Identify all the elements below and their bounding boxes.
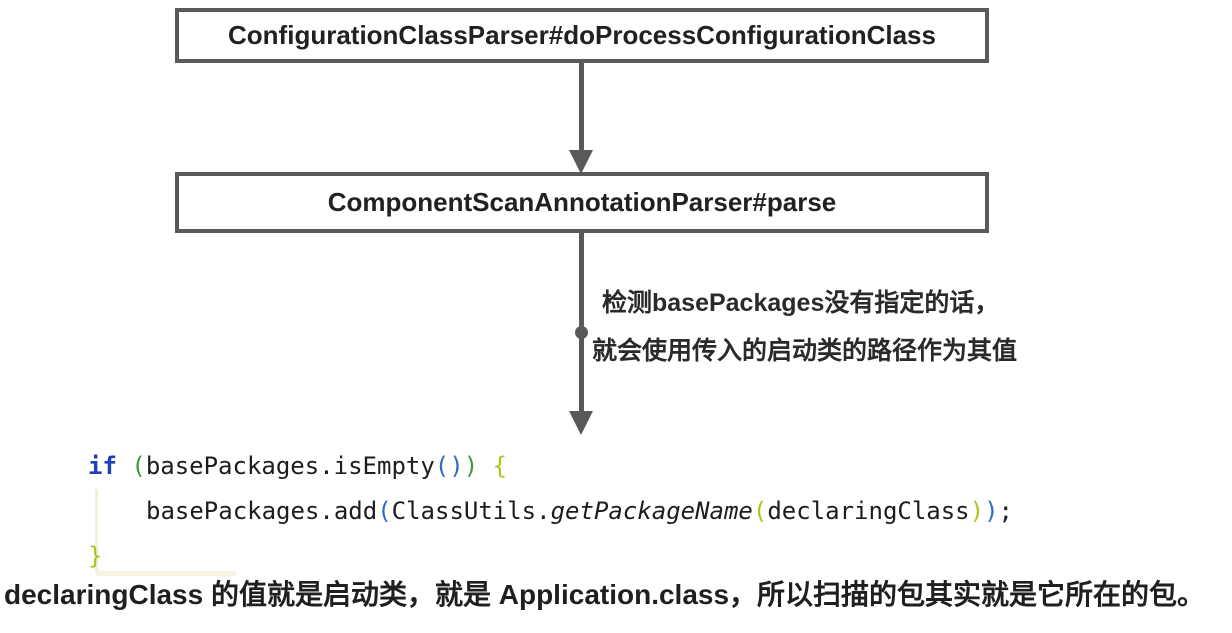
- code-line: basePackages.add(ClassUtils.getPackageNa…: [88, 489, 1013, 534]
- code-indent-guide: [95, 489, 98, 573]
- code-token: (): [434, 452, 464, 480]
- code-token: {: [492, 452, 508, 480]
- code-line: if (basePackages.isEmpty()) {: [88, 444, 1013, 489]
- code-token: [478, 452, 492, 480]
- flowchart-box-configuration-class-parser: ConfigurationClassParser#doProcessConfig…: [175, 8, 989, 63]
- code-token: ;: [998, 497, 1013, 525]
- code-token: (: [131, 452, 146, 480]
- code-token: (: [377, 497, 392, 525]
- flowchart-box-component-scan-annotation-parser: ComponentScanAnnotationParser#parse: [175, 172, 989, 233]
- arrow-down-head-2-icon: [569, 411, 593, 435]
- code-token: if: [88, 452, 117, 480]
- code-token: ClassUtils.: [391, 497, 551, 525]
- code-token: declaringClass: [767, 497, 970, 525]
- arrow-down-line-1: [579, 63, 584, 152]
- arrow-annotation-line-1: 检测basePackages没有指定的话，: [602, 289, 1000, 317]
- code-token: (: [752, 497, 768, 525]
- code-token: ): [984, 497, 999, 525]
- arrow-down-head-1-icon: [569, 150, 593, 174]
- code-token: basePackages.add: [146, 497, 378, 525]
- code-token: }: [88, 542, 103, 570]
- code-token: getPackageName: [550, 497, 753, 525]
- flowchart-box-1-label: ConfigurationClassParser#doProcessConfig…: [228, 20, 936, 50]
- code-gutter-highlight: [96, 571, 236, 576]
- flowchart-box-2-label: ComponentScanAnnotationParser#parse: [327, 187, 837, 217]
- caption-text: declaringClass 的值就是启动类，就是 Application.cl…: [4, 579, 1206, 610]
- code-token: basePackages.isEmpty: [145, 452, 435, 480]
- code-line: }: [88, 534, 1013, 579]
- code-token: ): [969, 497, 985, 525]
- code-token: [117, 452, 131, 480]
- arrow-annotation-line-2: 就会使用传入的启动类的路径作为其值: [592, 337, 1018, 365]
- arrow-midpoint-dot: [575, 326, 588, 339]
- code-snippet: if (basePackages.isEmpty()) {basePackage…: [88, 444, 1013, 579]
- arrow-down-line-2: [579, 233, 584, 413]
- code-token: ): [463, 452, 479, 480]
